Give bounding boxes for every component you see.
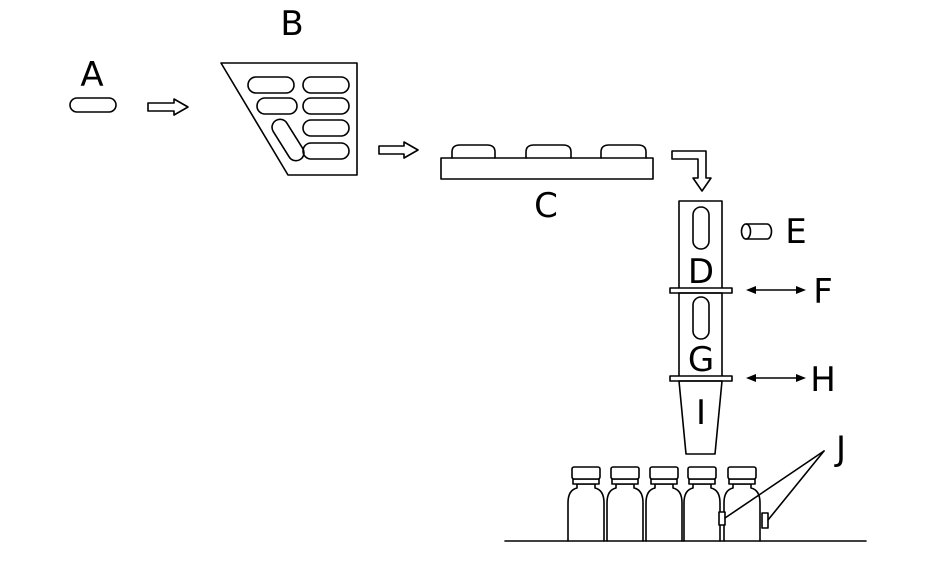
label-j: J <box>834 429 846 469</box>
sensor-j <box>718 450 825 529</box>
capsule-tray-b <box>220 62 358 176</box>
label-f: F <box>813 272 833 312</box>
bottle <box>567 466 605 542</box>
label-b: B <box>280 4 303 44</box>
label-e: E <box>785 212 806 252</box>
capsule-a <box>69 97 117 113</box>
label-c: C <box>534 186 558 226</box>
label-h: H <box>810 360 836 400</box>
bottle <box>683 466 721 542</box>
arrow-b-to-c <box>378 141 419 159</box>
arrow-a-to-b <box>147 98 189 116</box>
label-a: A <box>80 55 103 95</box>
label-g: G <box>688 340 714 380</box>
label-i: I <box>696 393 706 433</box>
sensor-e <box>740 223 773 240</box>
double-arrow-h <box>746 374 806 382</box>
label-d: D <box>688 252 714 292</box>
bottle <box>645 466 683 542</box>
bottle <box>606 466 644 542</box>
filling-column <box>669 200 733 455</box>
bottle-row <box>567 466 761 542</box>
arrow-c-to-column <box>671 150 712 192</box>
double-arrow-f <box>746 286 806 294</box>
bottle <box>723 466 761 542</box>
conveyor-c <box>440 144 654 180</box>
